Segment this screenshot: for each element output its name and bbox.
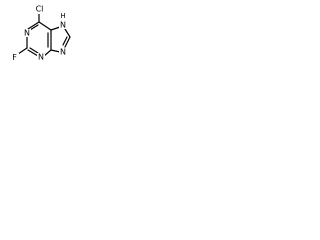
bond-n3-c4 (43, 49, 52, 57)
bond-c2-n3-double (29, 47, 39, 54)
chlorine-atom-label: Cl (36, 5, 44, 14)
nitrogen-n3-label: N (38, 53, 44, 62)
bond-c2-n3 (27, 49, 39, 57)
nitrogen-n9-label: N (60, 48, 66, 57)
bond-c5-c6 (38, 21, 52, 31)
bond-n7-c8 (64, 28, 71, 38)
bond-c6-n1-double (29, 24, 39, 31)
bond-c2-f (17, 47, 28, 55)
purine-structure-diagram: Cl N N F N H N (11, 4, 71, 62)
nitrogen-n1-label: N (24, 29, 30, 38)
fluorine-atom-label: F (12, 53, 17, 62)
bond-n9-c4 (50, 49, 61, 53)
bond-c5-n7 (50, 26, 61, 31)
nitrogen-n7-label: N (60, 21, 66, 30)
hydrogen-n7-label: H (60, 12, 65, 20)
bond-c8-n9-double (62, 36, 68, 46)
bond-c6-n1 (27, 21, 40, 30)
bond-c8-n9 (64, 36, 71, 48)
